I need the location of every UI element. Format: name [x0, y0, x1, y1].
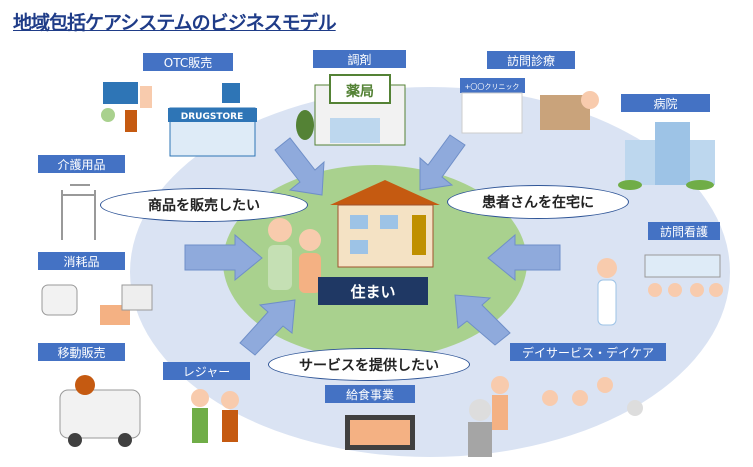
label-hospital: 病院 [621, 94, 710, 112]
mobile-sales-illustration [59, 375, 141, 447]
hospital-illustration [618, 122, 715, 190]
arrow-bottom-right [454, 294, 511, 346]
label-consumables: 消耗品 [38, 252, 125, 270]
day-service-illustration [468, 376, 643, 457]
clinic-illustration: +〇〇クリニック [460, 78, 599, 134]
label-otc-sales: OTC販売 [143, 53, 233, 71]
label-day-service: デイサービス・デイケア [510, 343, 666, 361]
label-care-goods: 介護用品 [38, 155, 125, 173]
label-mobile-sales: 移動販売 [38, 343, 125, 361]
diapers-illustration [41, 284, 153, 325]
label-visit-nursing: 訪問看護 [648, 222, 720, 240]
arrow-left [184, 233, 263, 282]
pharmacy-sign: 薬局 [346, 83, 374, 100]
arrow-bottom-left [239, 299, 296, 356]
clinic-sign: +〇〇クリニック [465, 83, 520, 91]
label-catering: 給食事業 [325, 385, 415, 403]
arrow-right [487, 233, 561, 282]
bento-illustration [345, 415, 415, 450]
elderly-couple-illustration [268, 218, 321, 293]
oval-sell-products: 商品を販売したい [100, 188, 308, 222]
page-title: 地域包括ケアシステムのビジネスモデル [13, 12, 337, 34]
leisure-illustration [191, 389, 239, 443]
label-dispensing: 調剤 [313, 50, 406, 68]
label-leisure: レジャー [163, 362, 250, 380]
arrow-top-left [274, 137, 325, 196]
label-home-visit: 訪問診療 [487, 51, 575, 69]
drugstore-sign: DRUGSTORE [181, 112, 243, 122]
oval-patient-home: 患者さんを在宅に [447, 185, 629, 219]
walker-illustration [61, 184, 96, 240]
arrow-top-right [419, 134, 466, 191]
oval-provide-service: サービスを提供したい [268, 348, 470, 381]
center-housing: 住まい [318, 277, 428, 305]
nurse-illustration [597, 254, 723, 326]
pharmacy-illustration: 薬局 [296, 74, 406, 146]
house-illustration [330, 180, 440, 268]
drugstore-illustration: DRUGSTORE [101, 82, 257, 157]
